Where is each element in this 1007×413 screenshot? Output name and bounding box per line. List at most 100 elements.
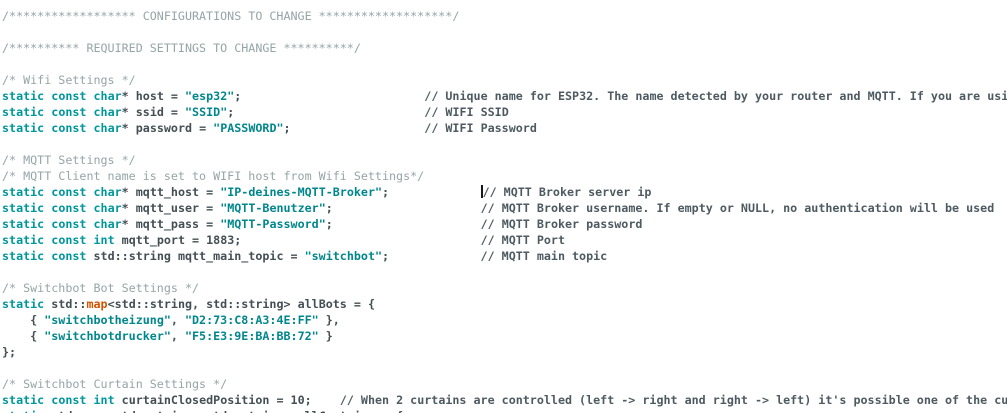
code-token: [86, 201, 93, 215]
code-token: // MQTT main topic: [480, 249, 608, 263]
code-token: [389, 185, 480, 199]
code-line: [2, 56, 1007, 72]
code-token: },: [318, 313, 340, 327]
code-line: /* Switchbot Bot Settings */: [2, 280, 1007, 296]
code-token: const: [51, 201, 87, 215]
code-token: // MQTT Broker server ip: [482, 185, 652, 199]
code-token: char: [93, 121, 122, 135]
code-token: ;: [382, 249, 390, 263]
code-token: curtainClosedPosition = 10;: [114, 393, 340, 407]
code-token: "MQTT-Benutzer": [220, 201, 326, 215]
code-token: * mqtt_pass =: [121, 217, 221, 231]
code-token: // WIFI SSID: [424, 105, 509, 119]
code-token: ;: [325, 217, 333, 231]
code-token: map: [86, 297, 108, 311]
code-token: int: [93, 233, 115, 247]
code-line: static const std::string mqtt_main_topic…: [2, 248, 1007, 264]
code-token: // Unique name for ESP32. The name detec…: [424, 89, 1007, 103]
code-line: [2, 360, 1007, 376]
code-line: [2, 264, 1007, 280]
code-line: /* MQTT Client name is set to WIFI host …: [2, 168, 1007, 184]
code-token: ;: [325, 201, 333, 215]
code-token: "SSID": [185, 105, 228, 119]
code-line: static const char* mqtt_host = "IP-deine…: [2, 184, 1007, 200]
code-line: /****************** CONFIGURATIONS TO CH…: [2, 8, 1007, 24]
text-cursor: [480, 185, 483, 198]
code-line: static const int mqtt_port = 1883; // MQ…: [2, 232, 1007, 248]
code-token: ,: [170, 329, 185, 343]
code-token: "D2:73:C8:A3:4E:FF": [184, 313, 319, 327]
code-token: * host =: [121, 89, 186, 103]
code-token: * password =: [121, 121, 214, 135]
code-token: <std::string, std::string> allBots = {: [107, 297, 375, 311]
code-token: map: [86, 409, 107, 413]
code-token: char: [93, 105, 122, 119]
code-token: static: [2, 393, 45, 407]
code-line: static const int curtainClosedPosition =…: [2, 392, 1007, 408]
code-token: /* MQTT Client name is set to WIFI host …: [2, 169, 425, 183]
code-token: "MQTT-Password": [220, 217, 326, 231]
code-token: * mqtt_host =: [121, 185, 221, 199]
code-token: static: [2, 249, 45, 263]
code-token: static: [2, 233, 45, 247]
code-token: };: [2, 345, 17, 359]
code-token: /* Switchbot Bot Settings */: [2, 281, 200, 295]
code-token: /* Switchbot Curtain Settings */: [2, 377, 228, 391]
code-token: ,: [170, 313, 185, 327]
code-line: static const char* password = "PASSWORD"…: [2, 120, 1007, 136]
code-line: static std::map<std::string, std::string…: [2, 296, 1007, 312]
code-line: { "switchbotdrucker", "F5:E3:9E:BA:BB:72…: [2, 328, 1007, 344]
code-token: mqtt_port = 1883;: [114, 233, 242, 247]
code-token: std::: [44, 409, 86, 413]
code-token: const: [51, 217, 87, 231]
code-token: [86, 233, 93, 247]
code-token: std::: [44, 297, 87, 311]
code-line: /********** REQUIRED SETTINGS TO CHANGE …: [2, 40, 1007, 56]
code-token: static: [2, 201, 45, 215]
code-token: const: [51, 121, 87, 135]
code-token: [86, 89, 93, 103]
code-token: static: [2, 121, 45, 135]
code-token: const: [51, 185, 87, 199]
code-token: [241, 89, 424, 103]
code-token: [86, 185, 93, 199]
code-token: [389, 249, 480, 263]
code-token: char: [93, 185, 122, 199]
code-token: const: [51, 393, 87, 407]
code-token: const: [51, 105, 87, 119]
code-token: "esp32": [185, 89, 235, 103]
code-token: static: [2, 297, 45, 311]
code-token: char: [93, 89, 122, 103]
code-token: [86, 393, 93, 407]
code-token: int: [93, 393, 115, 407]
code-token: }: [318, 329, 333, 343]
code-token: "switchbot": [304, 249, 383, 263]
code-token: // WIFI Password: [424, 121, 537, 135]
code-token: const: [51, 233, 87, 247]
code-token: static: [2, 217, 45, 231]
code-token: {: [2, 313, 45, 327]
code-token: "switchbotheizung": [44, 313, 171, 327]
code-line: [2, 136, 1007, 152]
code-token: "switchbotdrucker": [44, 329, 171, 343]
code-token: ;: [283, 121, 291, 135]
code-line: static std::map<std::string, std::string…: [2, 408, 1007, 413]
code-token: [86, 217, 93, 231]
code-token: static: [2, 409, 44, 413]
code-line: /* MQTT Settings */: [2, 152, 1007, 168]
code-token: <std::string, std::string> allCurtains =…: [108, 409, 404, 413]
code-token: {: [2, 329, 45, 343]
code-token: /****************** CONFIGURATIONS TO CH…: [2, 9, 460, 23]
code-token: // MQTT Broker username. If empty or NUL…: [480, 201, 995, 215]
code-token: "F5:E3:9E:BA:BB:72": [184, 329, 319, 343]
code-token: * ssid =: [121, 105, 186, 119]
code-line: /* Wifi Settings */: [2, 72, 1007, 88]
code-token: static: [2, 185, 45, 199]
code-token: [86, 105, 93, 119]
code-token: std::string mqtt_main_topic =: [86, 249, 305, 263]
code-token: const: [51, 89, 87, 103]
code-line: };: [2, 344, 1007, 360]
code-token: "IP-deines-MQTT-Broker": [220, 185, 383, 199]
code-token: char: [93, 201, 122, 215]
